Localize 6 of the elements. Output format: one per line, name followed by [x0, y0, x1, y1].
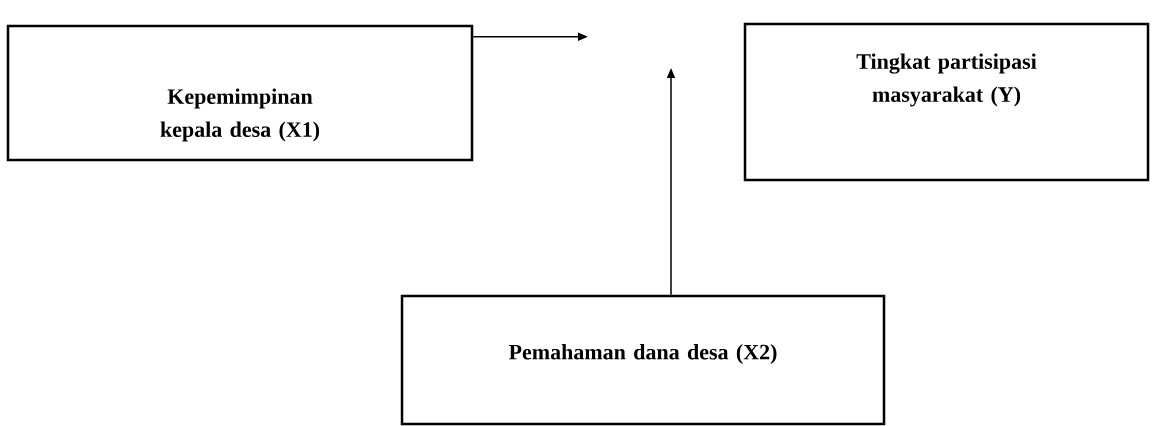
process-box — [400, 294, 886, 426]
box-label: Pemahaman dana desa (X2) — [508, 344, 777, 364]
box-label: Tingkat partisipasi masyarakat (Y) — [856, 53, 1037, 107]
process-box — [743, 22, 1150, 182]
process-box — [6, 24, 474, 162]
box-label: Kepemimpinan kepala desa (X1) — [160, 88, 320, 142]
